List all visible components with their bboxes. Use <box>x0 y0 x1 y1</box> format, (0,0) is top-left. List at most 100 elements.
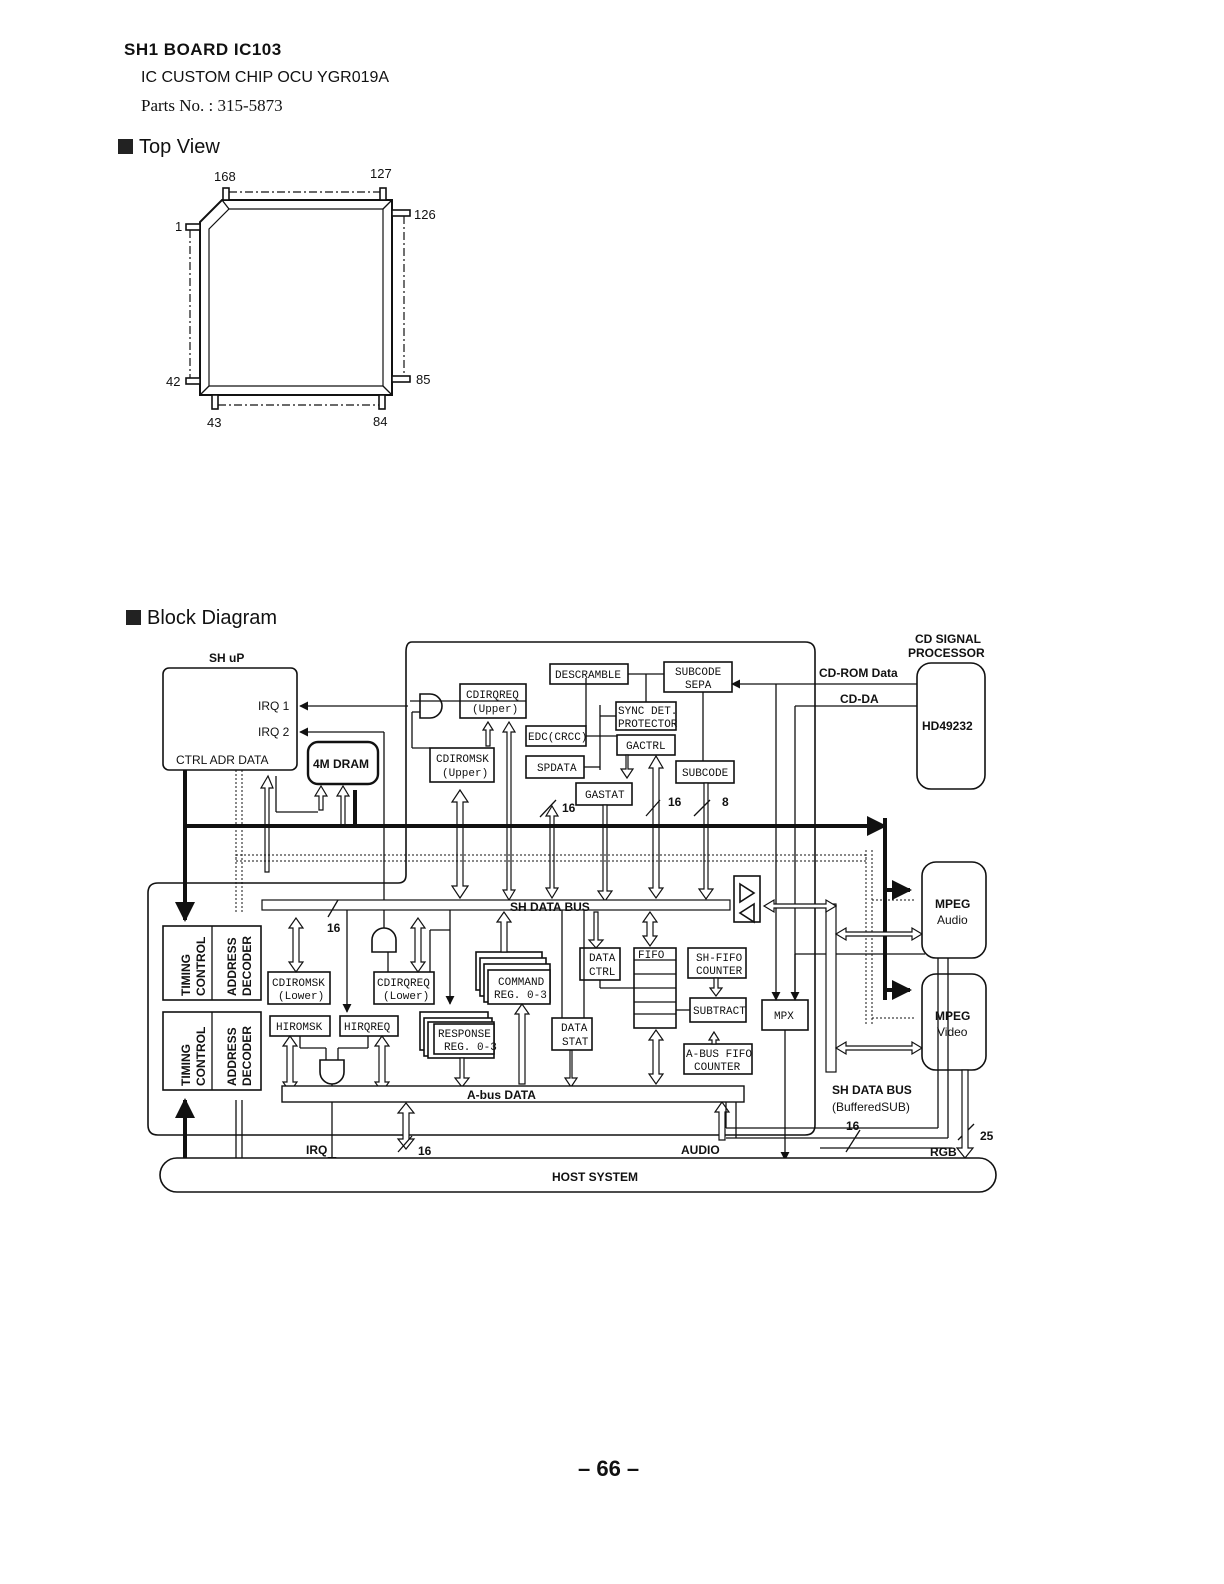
cdiromsk-upper-box <box>429 747 495 783</box>
cdirqreq-lower-box <box>373 971 435 1005</box>
gactrl-box <box>616 734 676 756</box>
response-reg-l2: REG. 0-3 <box>444 1042 497 1054</box>
sh-fifo-counter-l2: COUNTER <box>696 966 743 978</box>
hd49232-box <box>916 662 986 790</box>
host-output-lines <box>725 958 975 1159</box>
cdirqreq-lower-l2: (Lower) <box>383 991 429 1003</box>
command-reg-stack <box>475 951 551 1005</box>
irq1-label: IRQ 1 <box>258 699 290 713</box>
sh-data-bus-buffered-l1: SH DATA BUS <box>832 1083 912 1097</box>
sh-data-bus-buffered-l2: (BufferedSUB) <box>832 1100 910 1114</box>
buffered-bus-arrows <box>762 898 924 1056</box>
block-diagram-heading: Block Diagram <box>126 607 277 630</box>
timing-label-upper: TIMING <box>179 954 193 996</box>
mpeg-audio-l1: MPEG <box>935 897 970 911</box>
hiromsk-label: HIROMSK <box>276 1022 323 1034</box>
width-16-b: 16 <box>668 795 682 809</box>
upper-connections <box>299 673 815 928</box>
abus-fifo-counter-l2: COUNTER <box>694 1062 741 1074</box>
abus-data-bar <box>281 1085 745 1103</box>
address-label-lower: ADDRESS <box>225 1027 239 1086</box>
irq-label: IRQ <box>306 1143 327 1157</box>
board-title: SH1 BOARD IC103 <box>124 40 282 59</box>
width-16-d: 16 <box>846 1119 860 1133</box>
block-diagram-title: Block Diagram <box>147 607 278 629</box>
top-view-title: Top View <box>139 136 220 158</box>
audio-label: AUDIO <box>681 1143 720 1157</box>
subtract-box <box>689 997 747 1023</box>
sh-up-label: SH uP <box>209 651 244 665</box>
rgb-label: RGB <box>930 1145 957 1159</box>
cdiromsk-lower-l2: (Lower) <box>278 991 324 1003</box>
subcode-label: SUBCODE <box>682 768 729 780</box>
width-25: 25 <box>980 1129 994 1143</box>
mpeg-audio-l2: Audio <box>937 913 968 927</box>
spdata-label: SPDATA <box>537 763 577 775</box>
cdirqreq-upper-l2: (Upper) <box>472 704 518 716</box>
square-bullet-icon <box>126 610 141 625</box>
cdiromsk-lower-l1: CDIROMSK <box>272 978 325 990</box>
abus-fifo-counter-l1: A-BUS FIFO <box>686 1049 752 1061</box>
data-stat-l1: DATA <box>561 1023 588 1035</box>
hirqreq-box <box>339 1015 399 1037</box>
cd-signal-l2: PROCESSOR <box>908 646 985 660</box>
and-gate-lower-icon <box>319 1059 345 1085</box>
decoder-label-upper: DECODER <box>240 936 254 996</box>
subcode-sepa-l2: SEPA <box>685 680 712 692</box>
data-stat-box <box>551 1017 593 1051</box>
hirqreq-label: HIRQREQ <box>344 1022 391 1034</box>
pin-85: 85 <box>416 372 430 387</box>
decoder-label-lower: DECODER <box>240 1026 254 1086</box>
and-gate-middle-icon <box>371 927 397 953</box>
buses <box>175 770 915 1165</box>
mpx-connections <box>771 684 925 1161</box>
abus-fifo-counter-box <box>683 1043 753 1075</box>
sh-fifo-counter-l1: SH-FIFO <box>696 953 743 965</box>
fifo-connections <box>561 910 724 1045</box>
chip-name: IC CUSTOM CHIP OCU YGR019A <box>141 69 390 86</box>
top-view-heading: Top View <box>118 136 220 159</box>
fifo-label: FIFO <box>638 950 665 962</box>
host-system-label: HOST SYSTEM <box>552 1170 638 1184</box>
dram-label: 4M DRAM <box>313 757 369 771</box>
pin-42: 42 <box>166 374 180 389</box>
pin-43: 43 <box>207 415 221 430</box>
width-16-c: 16 <box>327 921 341 935</box>
data-ctrl-l1: DATA <box>589 953 616 965</box>
cd-signal-l1: CD SIGNAL <box>915 632 981 646</box>
dram-box <box>306 740 380 786</box>
sh-up-box <box>162 667 298 771</box>
subcode-sepa-l1: SUBCODE <box>675 667 722 679</box>
lower-left-hollow-arrows <box>281 916 427 1150</box>
data-ctrl-box <box>579 947 621 981</box>
cdirqreq-lower-l1: CDIRQREQ <box>377 978 430 990</box>
edc-label: EDC(CRCC) <box>528 732 587 744</box>
sh-data-bus-label: SH DATA BUS <box>510 900 590 914</box>
cdiromsk-upper-l1: CDIROMSK <box>436 754 489 766</box>
data-ctrl-l2: CTRL <box>589 967 615 979</box>
command-reg-l2: REG. 0-3 <box>494 990 547 1002</box>
sync-det-l1: SYNC DET. <box>618 706 677 718</box>
page-number: – 66 – <box>578 1456 640 1481</box>
cdiromsk-upper-l2: (Upper) <box>442 768 488 780</box>
mpeg-video-l1: MPEG <box>935 1009 970 1023</box>
pin-84: 84 <box>373 414 387 429</box>
mpeg-audio-box <box>921 861 987 959</box>
ctrl-adr-data-label: CTRL ADR DATA <box>176 753 268 767</box>
gactrl-label: GACTRL <box>626 741 666 753</box>
pin-168: 168 <box>214 169 236 184</box>
pin-127: 127 <box>370 166 392 181</box>
pin-126: 126 <box>414 207 436 222</box>
data-stat-l2: STAT <box>562 1037 589 1049</box>
mpx-box <box>761 999 809 1031</box>
timing-label-lower: TIMING <box>179 1044 193 1086</box>
pin-1: 1 <box>175 219 182 234</box>
width-8: 8 <box>722 795 729 809</box>
buffer-right-icon <box>739 882 756 904</box>
sync-det-l2: PROTECTOR <box>618 719 678 731</box>
package-outline <box>185 187 411 410</box>
cd-da-label: CD-DA <box>840 692 879 706</box>
host-system-box <box>159 1157 997 1193</box>
width-16-e: 16 <box>418 1144 432 1158</box>
